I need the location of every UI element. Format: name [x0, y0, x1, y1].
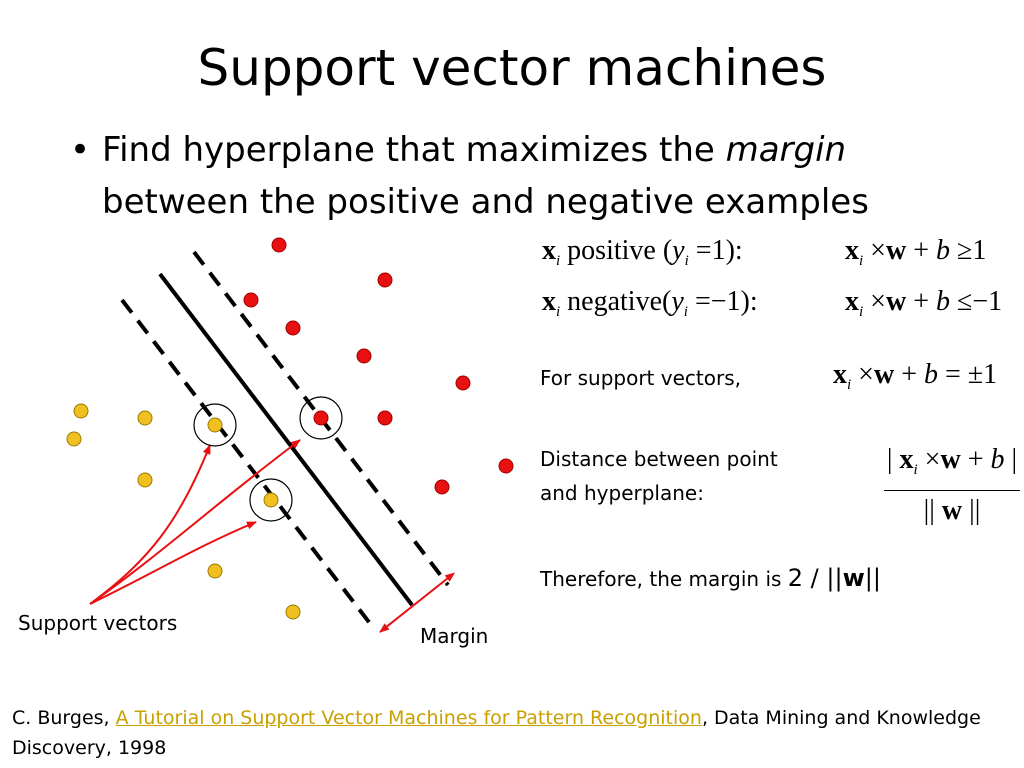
- positive-point: [313, 410, 329, 426]
- equation-negative-constraint: xi ×w + b ≤−1: [845, 286, 1003, 320]
- support-vectors-text: For support vectors,: [540, 366, 741, 390]
- bullet-dot: •: [70, 130, 91, 170]
- negative-point: [207, 417, 223, 433]
- hyperplane-line: [158, 272, 414, 607]
- positive-point: [377, 272, 393, 288]
- slide-title: Support vector machines: [197, 39, 827, 97]
- fraction-numerator: | xi ×w + b |: [886, 444, 1018, 478]
- fraction-bar: [884, 490, 1020, 491]
- positive-point: [271, 237, 287, 253]
- negative-point: [137, 410, 153, 426]
- margin-emphasis: margin: [725, 130, 847, 170]
- equation-negative: xi negative(yi =−1):: [542, 286, 758, 320]
- citation-link[interactable]: A Tutorial on Support Vector Machines fo…: [115, 707, 702, 729]
- support-vector-arrow: [89, 521, 257, 605]
- support-vectors-label: Support vectors: [18, 611, 178, 635]
- negative-points: [66, 403, 301, 620]
- support-vector-ring: [193, 403, 237, 447]
- negative-point: [207, 563, 223, 579]
- bullet-text: Find hyperplane that maximizes the margi…: [102, 130, 869, 222]
- fraction-denominator: || w ||: [923, 495, 981, 526]
- positive-point: [356, 348, 372, 364]
- margin-arrow: [379, 572, 456, 633]
- positive-points: [243, 237, 514, 495]
- negative-point: [137, 472, 153, 488]
- positive-point: [498, 458, 514, 474]
- negative-point: [263, 492, 279, 508]
- margin-label: Margin: [420, 624, 489, 648]
- support-vector-ring: [249, 478, 293, 522]
- distance-fraction: | xi ×w + b | || w ||: [882, 443, 1022, 528]
- margin-boundary-lower: [120, 298, 377, 632]
- support-vector-arrow: [89, 439, 301, 605]
- equation-positive-constraint: xi ×w + b ≥1: [845, 235, 987, 269]
- positive-point: [243, 292, 259, 308]
- negative-point: [66, 431, 82, 447]
- positive-point: [377, 410, 393, 426]
- negative-point: [285, 604, 301, 620]
- margin-value: 2 / ||w||: [787, 564, 881, 592]
- equation-positive: xi positive (yi =1):: [542, 235, 743, 269]
- negative-point: [73, 403, 89, 419]
- positive-point: [455, 375, 471, 391]
- support-vector-ring: [299, 396, 343, 440]
- margin-text: Therefore, the margin is 2 / ||w||: [540, 564, 881, 592]
- equation-support-vectors: xi ×w + b = ±1: [833, 359, 998, 393]
- citation: C. Burges, A Tutorial on Support Vector …: [12, 707, 981, 759]
- positive-point: [434, 479, 450, 495]
- positive-point: [285, 320, 301, 336]
